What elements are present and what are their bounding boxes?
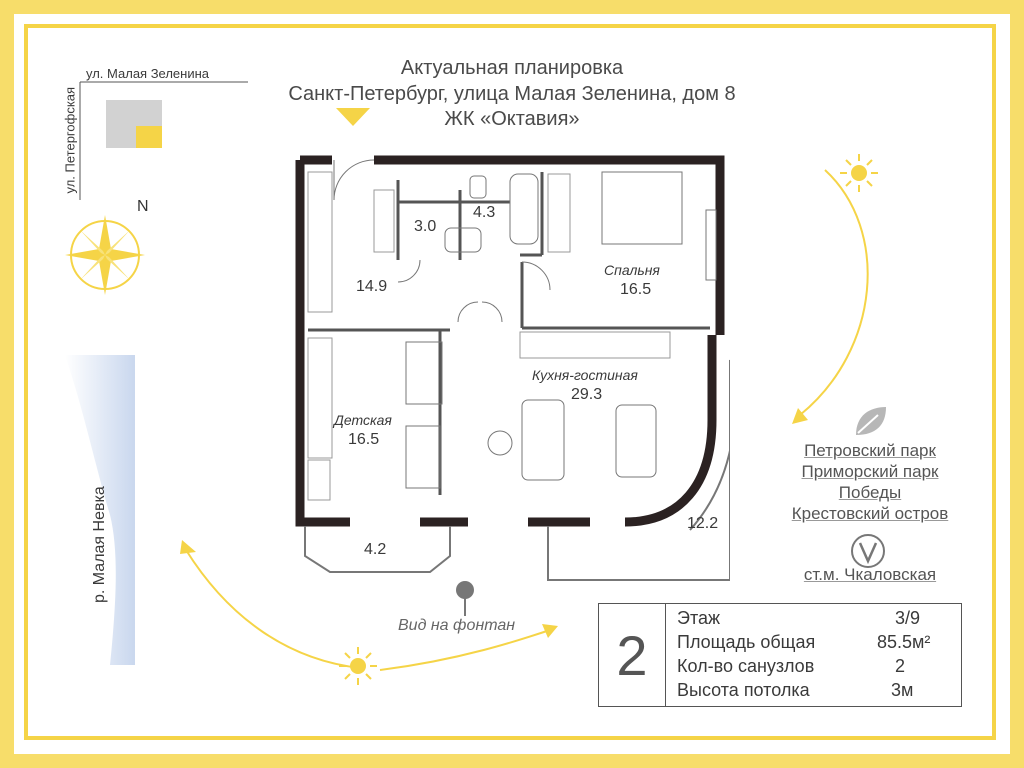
room-area-balcony2: 12.2 <box>687 515 719 532</box>
room-name-bedroom: Спальня <box>604 262 660 278</box>
room-name-kitchen: Кухня-гостиная <box>532 367 638 383</box>
street-left-wrap: ул. Петергофская <box>60 72 80 196</box>
rooms-count: 2 <box>599 604 666 706</box>
info-row: Этаж 3/9 <box>677 608 957 632</box>
entrance-arrow-icon <box>336 108 370 126</box>
room-area-hall: 14.9 <box>356 278 388 295</box>
place-link-1[interactable]: Петровский парк <box>804 441 936 460</box>
info-row: Высота потолка 3м <box>677 680 957 704</box>
room-name-kids: Детская <box>334 412 392 428</box>
river-wrap: р. Малая Невка <box>88 450 112 610</box>
river-shape <box>65 355 135 665</box>
place-link-3[interactable]: Победы <box>838 483 902 502</box>
compass-rose-icon <box>65 215 145 295</box>
leaf-icon <box>856 407 886 435</box>
info-value: 3/9 <box>895 608 921 628</box>
room-area-bath1: 3.0 <box>414 218 437 235</box>
inner-border <box>24 24 996 740</box>
site-map <box>79 81 248 200</box>
info-value: 3м <box>891 680 914 700</box>
room-area-kids: 16.5 <box>348 431 380 448</box>
info-row: Кол-во санузлов 2 <box>677 656 957 680</box>
place-link-2[interactable]: Приморский парк <box>801 462 939 481</box>
metro-link[interactable]: ст.м. Чкаловская <box>803 565 937 584</box>
place-link-4[interactable]: Крестовский остров <box>791 504 949 523</box>
header-title: Актуальная планировка <box>400 57 624 79</box>
metro-icon <box>851 534 885 568</box>
info-value: 2 <box>895 656 906 676</box>
sun-icon-bottom <box>339 647 377 685</box>
floor-plan <box>295 155 730 581</box>
info-label: Кол-во санузлов <box>677 656 815 676</box>
info-table: Этаж 3/9 Площадь общая 85.5м² Кол-во сан… <box>677 608 957 704</box>
page-frame <box>14 14 1010 754</box>
street-left-label: ул. Петергофская <box>62 86 78 194</box>
compass-north-label: N <box>137 198 149 215</box>
info-value: 85.5м² <box>877 632 931 652</box>
room-area-kitchen: 29.3 <box>571 386 603 403</box>
room-area-bedroom: 16.5 <box>620 281 652 298</box>
sun-icon-top <box>840 154 878 192</box>
location-pin-icon <box>456 581 474 616</box>
street-top-label: ул. Малая Зеленина <box>86 66 210 81</box>
places-list: Петровский парк Приморский парк Победы К… <box>760 440 980 524</box>
info-box: 2 Этаж 3/9 Площадь общая 85.5м² Кол-во с… <box>598 603 962 707</box>
info-label: Площадь общая <box>677 632 816 652</box>
sun-path <box>180 169 869 671</box>
view-label: Вид на фонтан <box>398 617 516 634</box>
room-area-bath2: 4.3 <box>473 204 496 221</box>
info-label: Этаж <box>677 608 721 628</box>
room-area-balcony1: 4.2 <box>364 541 387 558</box>
header-complex: ЖК «Октавия» <box>444 108 580 130</box>
info-row: Площадь общая 85.5м² <box>677 632 957 656</box>
building-highlight <box>136 126 162 148</box>
header-address: Санкт-Петербург, улица Малая Зеленина, д… <box>288 83 736 105</box>
river-label: р. Малая Невка <box>91 486 108 603</box>
info-label: Высота потолка <box>677 680 810 700</box>
